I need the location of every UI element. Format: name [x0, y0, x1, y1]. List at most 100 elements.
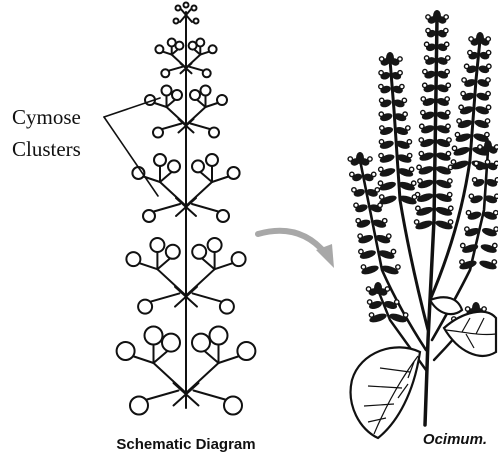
plant-flower	[469, 194, 473, 198]
flower-node	[162, 86, 172, 96]
plant-flower	[367, 300, 371, 304]
flower-node	[203, 69, 211, 77]
plant-flower	[444, 42, 448, 46]
plant-flower	[459, 105, 463, 109]
plant-flower	[412, 181, 416, 185]
plant-flower	[449, 206, 453, 210]
plant-flower	[375, 188, 379, 192]
plant-flower	[494, 227, 498, 231]
leaf-small	[430, 297, 462, 314]
flower-spikes	[348, 10, 498, 328]
flower-node	[189, 42, 197, 50]
flower-node	[153, 128, 163, 138]
flower-node	[143, 210, 155, 222]
flower-node	[161, 69, 169, 77]
flower-node	[126, 252, 140, 266]
plant-flower	[379, 57, 383, 61]
flower-node	[217, 210, 229, 222]
callout-line-lower	[104, 117, 158, 196]
flower-node	[209, 45, 217, 53]
plant-flower	[391, 249, 395, 253]
plant-flower	[424, 42, 428, 46]
plant-flower	[407, 153, 411, 157]
flower-node	[192, 245, 206, 259]
plant-flower	[486, 91, 490, 95]
flower-node	[154, 154, 166, 166]
plant-flower	[416, 206, 420, 210]
plant-flower	[387, 234, 391, 238]
plant-flower	[379, 98, 383, 102]
plant-flower	[492, 260, 496, 264]
plant-flower	[352, 188, 356, 192]
flower-node	[206, 154, 218, 166]
flower-node	[237, 342, 255, 360]
plant-flower	[493, 243, 497, 247]
plant-flower	[419, 151, 423, 155]
plant-flower	[486, 50, 490, 54]
flower-node	[190, 90, 200, 100]
plant-flower	[468, 50, 472, 54]
plant-flower	[379, 112, 383, 116]
flower-node	[166, 245, 180, 259]
flower-node	[192, 160, 204, 172]
plant-flower	[424, 56, 428, 60]
plant-flower	[485, 132, 489, 136]
plant-flower	[446, 110, 450, 114]
plant-flower	[448, 220, 452, 224]
plant-flower	[444, 15, 448, 19]
caption-schematic-diagram: Schematic Diagram	[116, 436, 255, 453]
transition-arrow	[258, 231, 334, 268]
plant-flower	[380, 195, 384, 199]
plant-flower	[448, 179, 452, 183]
plant-flower	[446, 83, 450, 87]
plant-flower	[403, 112, 407, 116]
plant-flower	[452, 146, 456, 150]
plant-flower	[455, 132, 459, 136]
plant-flower	[414, 220, 418, 224]
leaf-left	[351, 347, 420, 438]
plant-flower	[446, 56, 450, 60]
plant-flower	[354, 203, 358, 207]
flower-node	[201, 86, 211, 96]
label-clusters: Clusters	[12, 137, 81, 161]
plant-flower	[494, 211, 498, 215]
plant-flower	[446, 124, 450, 128]
plant-flower	[423, 83, 427, 87]
plant-flower	[350, 172, 354, 176]
plant-flower	[395, 300, 399, 304]
plant-flower	[379, 84, 383, 88]
plant-flower	[398, 71, 402, 75]
plant-flower	[385, 287, 389, 291]
plant-flower	[426, 28, 430, 32]
plant-flower	[487, 64, 491, 68]
plant-flower	[421, 110, 425, 114]
plant-flower	[445, 69, 449, 73]
plant-flower	[447, 138, 451, 142]
flower-node	[145, 327, 163, 345]
plant-flower	[372, 172, 376, 176]
plant-flower	[361, 265, 365, 269]
plant-flower	[378, 181, 382, 185]
plant-flower	[378, 203, 382, 207]
plant-flower	[482, 307, 486, 311]
plant-flower	[412, 195, 416, 199]
plant-flower	[369, 313, 373, 317]
plant-flower	[485, 119, 489, 123]
plant-flower	[356, 219, 360, 223]
plant-flower	[368, 157, 372, 161]
plant-flower	[358, 234, 362, 238]
plant-flower	[472, 178, 476, 182]
plant-flower	[379, 167, 383, 171]
flower-node	[192, 334, 210, 352]
plant-flower	[426, 15, 430, 19]
plant-flower	[478, 145, 482, 149]
label-cymose: Cymose	[12, 105, 81, 129]
plant-flower	[465, 307, 469, 311]
flower-node	[217, 95, 227, 105]
plant-flower	[407, 140, 411, 144]
flower-node	[220, 300, 234, 314]
flower-node	[209, 128, 219, 138]
plant-flower	[400, 84, 404, 88]
flower-spike	[366, 282, 407, 324]
plant-flower	[445, 97, 449, 101]
